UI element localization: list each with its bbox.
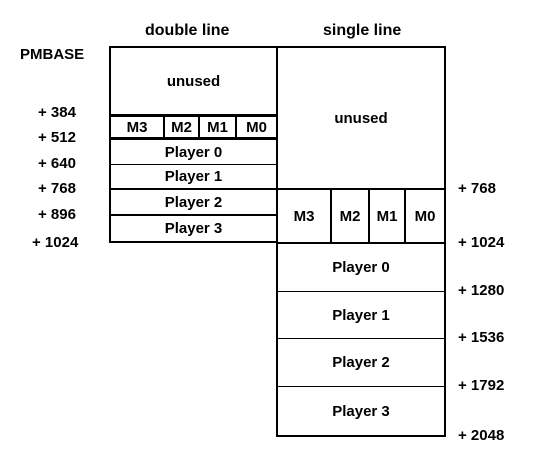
single-missile-m2: M2 (339, 207, 361, 225)
single-player-3: Player 3 (332, 402, 390, 420)
single-missile-m1: M1 (376, 207, 398, 225)
double-missile-m3: M3 (126, 119, 148, 136)
double-player-1: Player 1 (164, 168, 223, 185)
double-player-2: Player 2 (164, 193, 223, 211)
double-player-0: Player 0 (164, 143, 223, 161)
double-missile-divider (235, 117, 237, 138)
double-missile-m2: M2 (171, 119, 192, 136)
single-player-2: Player 2 (332, 353, 390, 371)
right-offset-1792: + 1792 (458, 377, 505, 394)
left-offset-512: + 512 (38, 129, 76, 146)
double-missile-divider (198, 117, 200, 138)
double-missile-divider (163, 117, 165, 138)
single-player-0: Player 0 (332, 258, 390, 276)
double-missile-m1: M1 (207, 119, 228, 136)
left-offset-768: + 768 (38, 180, 76, 197)
right-offset-1024: + 1024 (458, 234, 505, 251)
double-missile-bottom-divider (111, 137, 276, 140)
double-player-3: Player 3 (164, 220, 223, 237)
double-unused-divider (111, 114, 276, 117)
double-player-divider (111, 214, 276, 216)
double-player-divider (111, 164, 276, 165)
single-unused-region: unused (334, 109, 388, 127)
single-unused-divider (278, 188, 444, 190)
single-player-divider (278, 386, 444, 387)
single-missile-m0: M0 (414, 207, 436, 225)
right-offset-1280: + 1280 (458, 282, 505, 299)
single-line-map: unused M3 M2 M1 M0 Player 0 Player 1 Pla… (276, 46, 446, 437)
right-offset-2048: + 2048 (458, 427, 505, 444)
left-offset-1024: + 1024 (32, 234, 79, 251)
single-player-divider (278, 291, 444, 292)
single-missile-m3: M3 (293, 207, 315, 225)
double-line-header: double line (145, 22, 230, 39)
single-missile-divider (368, 190, 370, 242)
single-player-1: Player 1 (332, 306, 390, 324)
double-line-map: unused M3 M2 M1 M0 Player 0 Player 1 Pla… (109, 46, 278, 243)
left-offset-384: + 384 (38, 104, 76, 121)
right-offset-1536: + 1536 (458, 329, 505, 346)
left-offset-896: + 896 (38, 206, 76, 223)
right-offset-768: + 768 (458, 180, 496, 197)
single-missile-divider (330, 190, 332, 242)
double-player-divider (111, 188, 276, 190)
single-line-header: single line (323, 22, 402, 39)
single-missile-bottom-divider (278, 242, 444, 244)
left-offset-640: + 640 (38, 155, 76, 172)
single-player-divider (278, 338, 444, 339)
single-missile-divider (404, 190, 406, 242)
pmbase-label: PMBASE (20, 46, 85, 63)
double-unused-region: unused (166, 72, 221, 90)
double-missile-m0: M0 (246, 119, 267, 136)
